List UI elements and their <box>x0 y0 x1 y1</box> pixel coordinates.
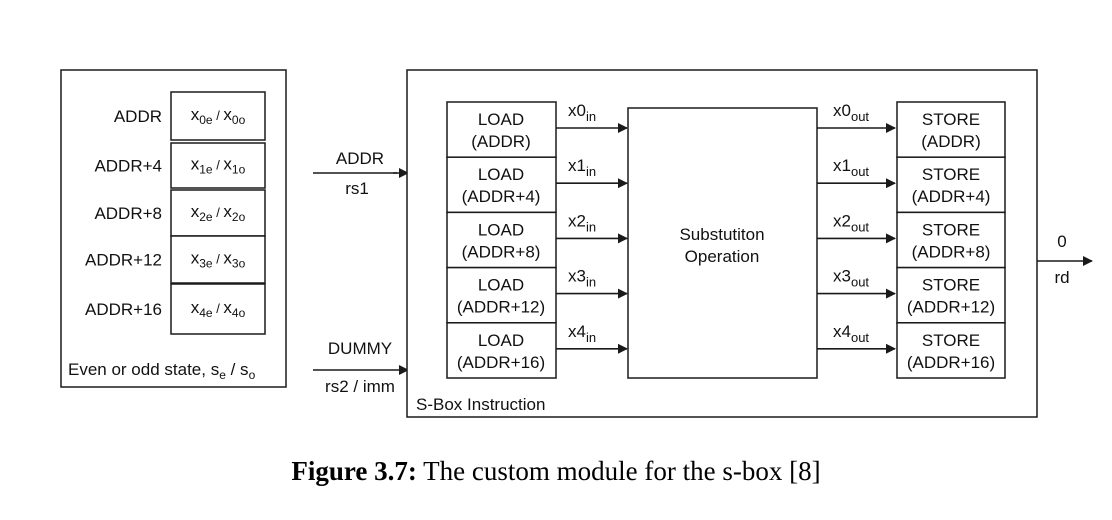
rs2-value-label: DUMMY <box>328 339 392 358</box>
store-label-line2: (ADDR+16) <box>907 353 995 372</box>
output-signal-label: x0out <box>833 101 869 124</box>
rd-value-label: 0 <box>1057 232 1066 251</box>
output-arrows: x0out x1out x2out x3out x4out <box>817 101 896 354</box>
memory-cell <box>170 91 266 141</box>
load-label-line1: LOAD <box>478 220 524 239</box>
load-box <box>446 211 557 269</box>
load-box <box>446 266 557 324</box>
load-label-line1: LOAD <box>478 276 524 295</box>
load-label-line2: (ADDR+8) <box>462 242 541 261</box>
memory-address-label: ADDR+4 <box>94 157 162 176</box>
output-signal-label: x3out <box>833 267 869 290</box>
store-box <box>896 156 1006 214</box>
memory-cell <box>170 142 266 189</box>
rs1-name-label: rs1 <box>345 179 369 198</box>
figure-caption: Figure 3.7: The custom module for the s-… <box>291 456 820 486</box>
store-label-line2: (ADDR+8) <box>912 242 991 261</box>
sbox-title: S-Box Instruction <box>416 395 545 414</box>
store-label-line1: STORE <box>922 220 980 239</box>
input-signal-label: x2in <box>568 211 596 234</box>
load-label-line1: LOAD <box>478 165 524 184</box>
memory-cell <box>170 283 266 335</box>
load-label-line1: LOAD <box>478 331 524 350</box>
memory-cell-value: x1e / x1o <box>191 155 246 177</box>
load-label-line2: (ADDR+16) <box>457 353 545 372</box>
store-label-line1: STORE <box>922 165 980 184</box>
output-signal-label: x4out <box>833 322 869 345</box>
store-label-line1: STORE <box>922 110 980 129</box>
memory-cell-value: x3e / x3o <box>191 249 246 271</box>
memory-cell-value: x4e / x4o <box>191 298 246 320</box>
memory-address-label: ADDR+12 <box>85 251 162 270</box>
store-stack: STORE (ADDR) STORE (ADDR+4) STORE (ADDR+8) STO… <box>896 101 1006 379</box>
load-box <box>446 101 557 158</box>
input-signal-label: x3in <box>568 267 596 290</box>
store-box <box>896 322 1006 379</box>
load-label-line2: (ADDR) <box>471 132 531 151</box>
state-caption: Even or odd state, se / so <box>68 360 256 382</box>
load-label-line2: (ADDR+4) <box>462 187 541 206</box>
load-label-line1: LOAD <box>478 110 524 129</box>
store-box <box>896 211 1006 269</box>
output-signal-label: x1out <box>833 156 869 179</box>
load-box <box>446 156 557 214</box>
memory-cell <box>170 235 266 284</box>
input-signal-label: x4in <box>568 322 596 345</box>
memory-address-label: ADDR <box>114 107 162 126</box>
operation-label-line1: Substutiton <box>679 225 764 244</box>
operation-label-line2: Operation <box>685 247 760 266</box>
input-signal-label: x1in <box>568 156 596 179</box>
memory-address-label: ADDR+16 <box>85 300 162 319</box>
memory-cell <box>170 189 266 237</box>
store-label-line2: (ADDR+4) <box>912 187 991 206</box>
load-box <box>446 322 557 379</box>
store-label-line1: STORE <box>922 276 980 295</box>
input-arrows: x0in x1in x2in x3in x4in <box>556 101 628 354</box>
store-label-line1: STORE <box>922 331 980 350</box>
rd-name-label: rd <box>1054 268 1069 287</box>
load-stack: LOAD (ADDR) LOAD (ADDR+4) LOAD (ADDR+8) LOAD (A… <box>446 101 557 379</box>
output-signal-label: x2out <box>833 211 869 234</box>
rs2-name-label: rs2 / imm <box>325 377 395 396</box>
memory-cell-value: x2e / x2o <box>191 202 246 224</box>
rs1-value-label: ADDR <box>336 149 384 168</box>
store-box <box>896 101 1006 158</box>
memory-cell-value: x0e / x0o <box>191 105 246 127</box>
figure-caption-label: Figure 3.7: <box>291 456 416 486</box>
input-signal-label: x0in <box>568 101 596 124</box>
memory-address-label: ADDR+8 <box>94 204 162 223</box>
substitution-operation-box <box>627 107 818 379</box>
store-label-line2: (ADDR) <box>921 132 981 151</box>
figure-caption-text: The custom module for the s-box [8] <box>417 456 821 486</box>
store-label-line2: (ADDR+12) <box>907 298 995 317</box>
load-label-line2: (ADDR+12) <box>457 298 545 317</box>
